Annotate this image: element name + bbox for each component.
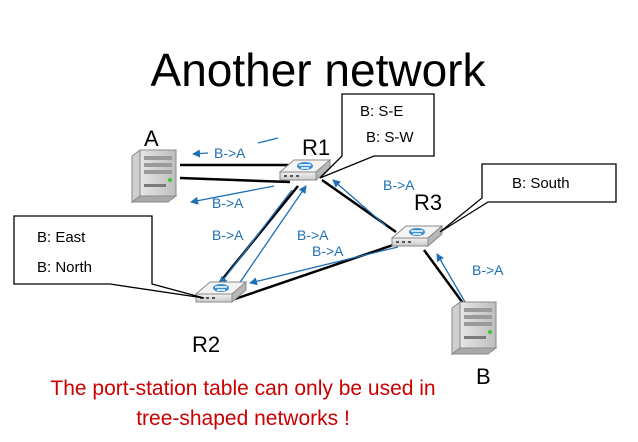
arrow-label: B->A [297, 227, 329, 243]
server-icon [451, 301, 497, 355]
router-icon [391, 225, 443, 247]
r3-label: R3 [414, 190, 442, 215]
arrow-r3-to-r2 [249, 246, 399, 286]
callout-r2-line: B: North [37, 259, 92, 276]
callout-r2: B: East B: North [13, 215, 205, 299]
host-a-label: A [144, 126, 159, 151]
arrow-label: B->A [312, 243, 344, 259]
callout-r2-line: B: East [37, 229, 86, 246]
arrow-label: B->A [212, 195, 244, 211]
host-b-label: B [476, 364, 491, 389]
r2-label: R2 [192, 332, 220, 357]
arrow-r1-to-a-top [192, 149, 209, 158]
arrows [190, 137, 466, 303]
arrow-r3-to-r1 [332, 179, 387, 227]
footer-line-1: The port-station table can only be used … [50, 377, 435, 400]
arrow-label: B->A [383, 177, 415, 193]
arrow-r1-to-a-lower [190, 185, 275, 205]
link-r2-r3 [231, 242, 397, 302]
link-r3-b [422, 249, 470, 311]
callout-r1-line: B: S-W [366, 129, 414, 146]
arrow-r2-to-r1 [231, 185, 307, 295]
callout-r1: B: S-E B: S-W [319, 93, 435, 179]
arrow-top-dash [257, 137, 279, 144]
arrow-r1-to-r2 [219, 189, 293, 285]
footer-line-2: tree-shaped networks ! [136, 407, 350, 430]
page-title: Another network [151, 44, 487, 96]
server-icon [131, 149, 177, 203]
callout-r1-line: B: S-E [360, 103, 403, 120]
callout-r3-line: B: South [512, 175, 570, 192]
r1-label: R1 [302, 135, 330, 160]
arrow-b-to-r3 [436, 253, 466, 303]
link-a-r1-lower [179, 176, 291, 184]
callout-r3: B: South [439, 163, 617, 233]
arrow-label: B->A [472, 262, 504, 278]
arrow-labels: B->A B->A B->A B->A B->A B->A B->A [212, 145, 504, 278]
arrow-label: B->A [212, 227, 244, 243]
arrow-label: B->A [214, 145, 246, 161]
